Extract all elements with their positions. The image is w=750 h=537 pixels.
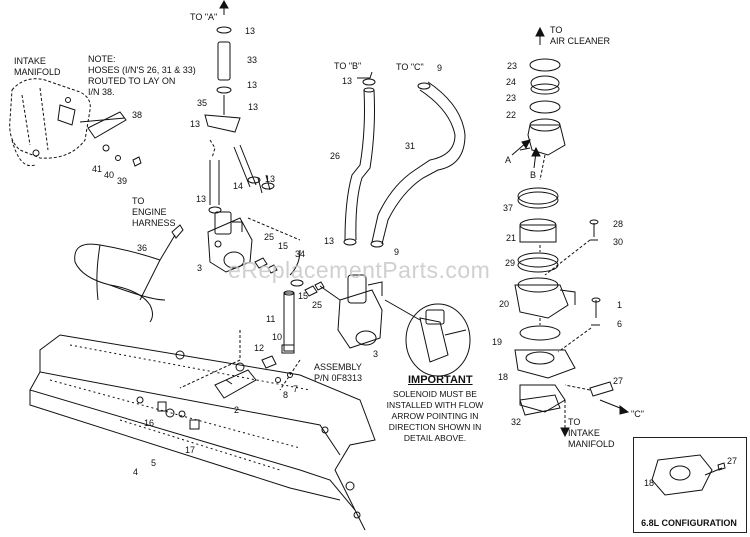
to-a-label: TO "A" [190,12,218,22]
callout: 29 [505,258,516,268]
callout: 30 [613,237,624,247]
callout: 4 [133,467,139,477]
fitting-27 [564,381,630,415]
callout: 25 [312,300,323,310]
detail-leader [384,299,471,377]
callout: 5 [151,458,157,468]
to-engine-harness-label: TO ENGINE HARNESS [132,196,176,228]
arrows-ab [511,139,541,169]
callout: 9 [437,63,443,73]
to-intake-arrow [560,400,570,438]
callout: 3 [197,263,203,273]
callout: 3 [373,349,379,359]
note-text: NOTE: HOSES (I/N'S 26, 31 & 33) ROUTED T… [88,54,196,97]
bolt-1-6 [557,297,601,353]
callout: 18 [644,478,655,488]
callout: 1 [617,300,623,310]
callout: 15 [298,291,309,301]
callout: 32 [511,417,522,427]
callout: 26 [330,151,341,161]
callout: 13 [324,236,335,246]
intake-manifold [9,78,91,167]
callout: 13 [196,194,207,204]
arrow-c-label: "C" [631,409,644,419]
callout: 40 [104,170,115,180]
intake-manifold-label: INTAKE MANIFOLD [14,56,61,77]
callout: 13 [247,80,258,90]
callout: 20 [499,299,510,309]
important-body: SOLENOID MUST BE INSTALLED WITH FLOW ARR… [386,389,484,443]
callout: 41 [92,164,103,174]
callout: 28 [613,219,624,229]
callout: 18 [498,372,509,382]
gasket-32 [519,394,561,416]
callout: 31 [405,141,416,151]
to-intake-manifold-label: TO INTAKE MANIFOLD [568,417,615,449]
assembly-outline [179,217,301,391]
callout: 7 [293,384,299,394]
bracket-38 [57,104,142,167]
manifold-bolts [32,97,71,157]
frame-rail [29,334,376,531]
callout: 22 [506,110,517,120]
callout: 35 [197,98,208,108]
watermark: eReplacementParts.com [228,257,491,283]
to-c-label: TO "C" [396,62,424,72]
arrow-a-label: A [505,155,512,165]
assembly-label: ASSEMBLY P/N 0F8313 [314,362,363,383]
hose-chain-a [204,0,275,214]
callout: 37 [503,203,514,213]
callout: 21 [506,233,517,243]
callout: 13 [265,174,276,184]
callout: 19 [492,337,503,347]
assembly-parts [214,249,325,399]
callout: 2 [234,405,240,415]
callout: 11 [266,314,276,324]
hose-31 [370,81,466,248]
callout: 14 [233,181,244,191]
callout: 33 [247,55,258,65]
callout: 15 [278,241,289,251]
callout: 24 [506,77,517,87]
callout: 27 [727,456,738,466]
air-cleaner-stack [514,26,576,413]
callout: 16 [144,418,155,428]
callout: 10 [272,332,283,342]
callout: 36 [137,243,148,253]
callout: 38 [132,110,143,120]
callout: 9 [394,247,400,257]
callout: 25 [264,232,275,242]
callout: 13 [245,26,256,36]
to-air-cleaner-label: TO AIR CLEANER [550,25,611,46]
callout: 23 [506,93,517,103]
callout: 17 [185,445,196,455]
valve-3-right [319,274,383,349]
callout: 34 [295,249,306,259]
arrow-b-label: B [530,170,537,180]
callout: 6 [617,319,623,329]
callout: 39 [117,176,128,186]
important-title: IMPORTANT [408,374,473,386]
callout: 27 [613,376,624,386]
to-b-label: TO "B" [334,61,362,71]
callout: 13 [248,102,259,112]
bolt-28-30 [544,219,599,276]
engine-harness [74,224,184,323]
to-b-arrow [357,71,376,86]
config-detail [651,454,726,496]
callout: 12 [254,343,265,353]
callout: 13 [190,119,201,129]
configuration-label: 6.8L CONFIGURATION [641,518,737,528]
callout: 8 [283,390,289,400]
callout: 23 [507,61,518,71]
hose-26 [343,87,375,246]
configuration-box [633,437,747,533]
valve-3-left [207,211,253,273]
callout: 13 [342,76,353,86]
